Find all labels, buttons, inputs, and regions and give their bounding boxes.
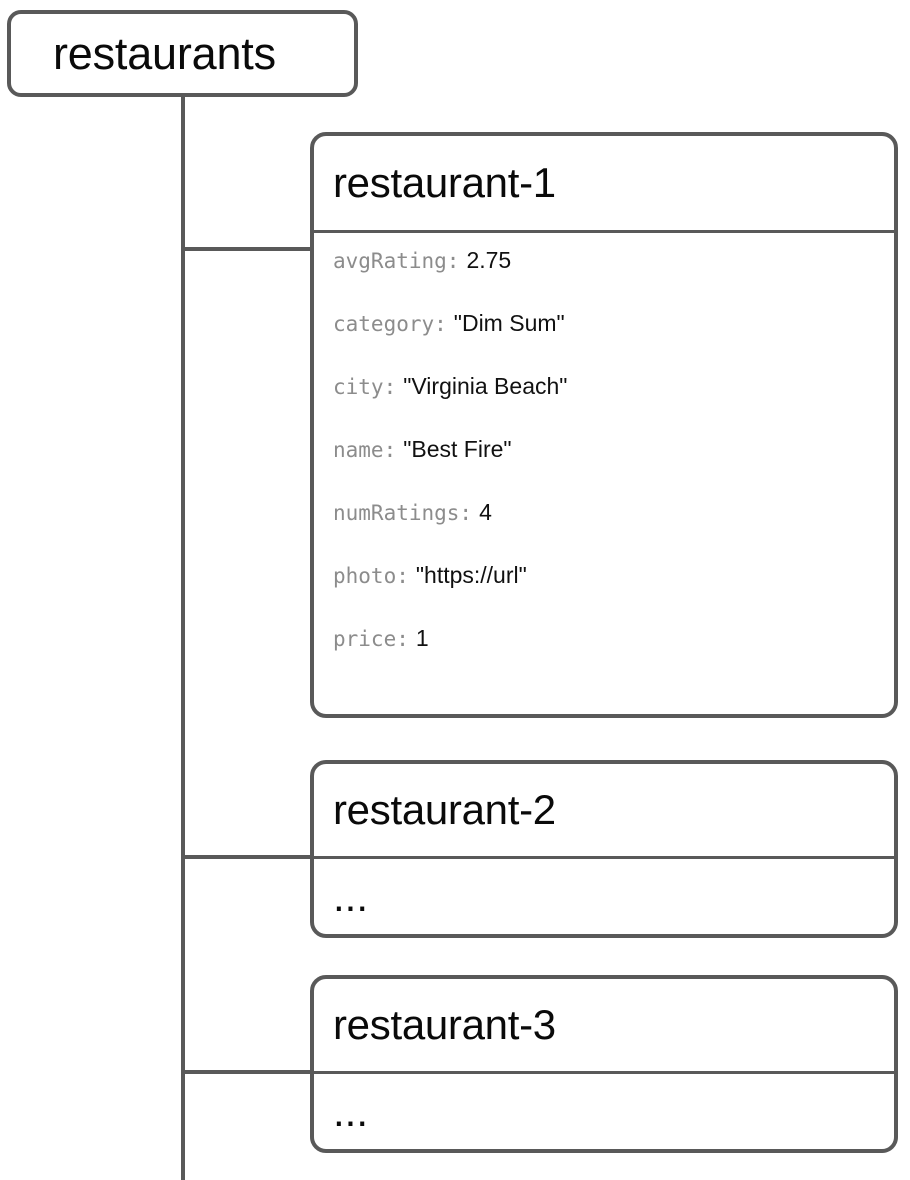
field-key: numRatings: bbox=[333, 501, 473, 525]
field-key: photo: bbox=[333, 564, 409, 588]
document-card-header: restaurant-2 bbox=[314, 764, 894, 859]
ellipsis-placeholder: ... bbox=[333, 873, 369, 920]
document-card-collapsed-body: ... bbox=[314, 859, 894, 934]
field-key: city: bbox=[333, 375, 397, 399]
document-card-collapsed-body: ... bbox=[314, 1074, 894, 1149]
collection-node-label: restaurants bbox=[53, 28, 276, 79]
document-card-restaurant-1[interactable]: restaurant-1 avgRating: 2.75 category: "… bbox=[310, 132, 898, 718]
document-card-restaurant-3[interactable]: restaurant-3 ... bbox=[310, 975, 898, 1153]
field-value: 4 bbox=[479, 499, 492, 525]
document-card-restaurant-2[interactable]: restaurant-2 ... bbox=[310, 760, 898, 938]
document-id-label: restaurant-1 bbox=[333, 159, 556, 206]
field-row: city: "Virginia Beach" bbox=[333, 373, 875, 436]
field-row: numRatings: 4 bbox=[333, 499, 875, 562]
field-row: avgRating: 2.75 bbox=[333, 247, 875, 310]
ellipsis-placeholder: ... bbox=[333, 1088, 369, 1135]
field-value: 1 bbox=[415, 625, 429, 651]
field-key: category: bbox=[333, 312, 447, 336]
field-row: category: "Dim Sum" bbox=[333, 310, 875, 373]
field-value: "Best Fire" bbox=[403, 436, 512, 462]
field-value: "Dim Sum" bbox=[453, 310, 565, 336]
field-key: avgRating: bbox=[333, 249, 460, 273]
collection-node-restaurants[interactable]: restaurants bbox=[7, 10, 358, 97]
document-card-header: restaurant-3 bbox=[314, 979, 894, 1074]
field-row: name: "Best Fire" bbox=[333, 436, 875, 499]
document-card-header: restaurant-1 bbox=[314, 136, 894, 233]
field-value: "Virginia Beach" bbox=[403, 373, 568, 399]
field-value: 2.75 bbox=[466, 247, 512, 273]
field-key: name: bbox=[333, 438, 397, 462]
field-value: "https://url" bbox=[415, 562, 527, 588]
branch-connector-restaurant-1 bbox=[181, 247, 314, 251]
field-row: price: 1 bbox=[333, 625, 875, 688]
document-id-label: restaurant-2 bbox=[333, 786, 556, 833]
branch-connector-restaurant-2 bbox=[181, 855, 314, 859]
document-id-label: restaurant-3 bbox=[333, 1001, 556, 1048]
branch-connector-restaurant-3 bbox=[181, 1070, 314, 1074]
document-card-fields: avgRating: 2.75 category: "Dim Sum" city… bbox=[314, 233, 894, 688]
field-row: photo: "https://url" bbox=[333, 562, 875, 625]
field-key: price: bbox=[333, 627, 409, 651]
trunk-connector-line bbox=[181, 95, 185, 1180]
